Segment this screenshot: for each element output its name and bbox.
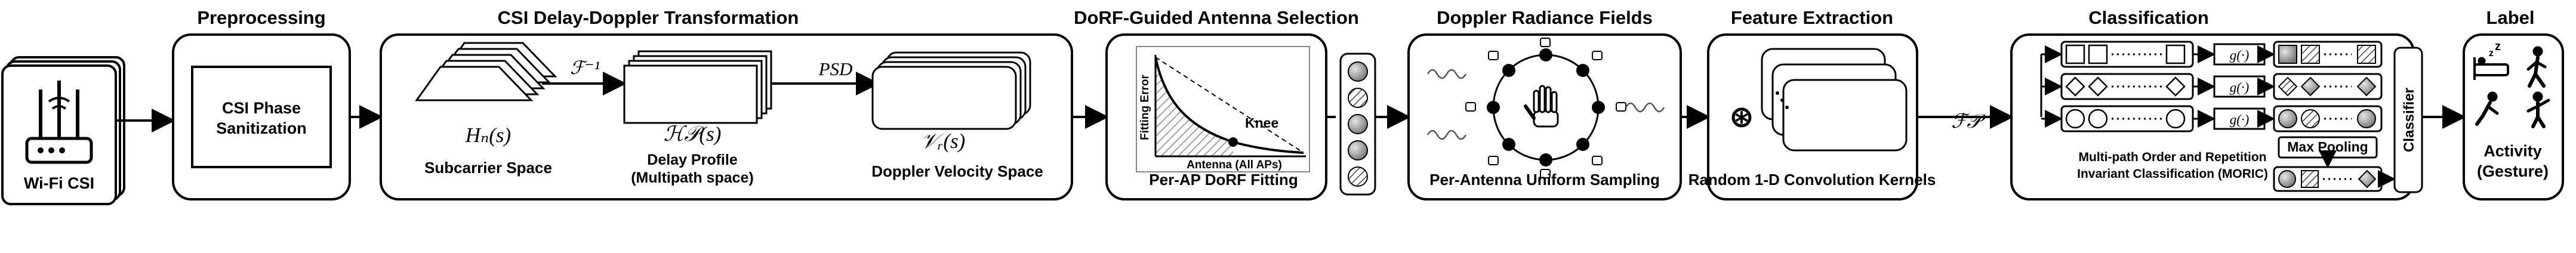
multipath-space-caption: (Multipath space)	[631, 169, 754, 186]
convolution-kernels-caption: Random 1-D Convolution Kernels	[1688, 171, 1936, 189]
kernel-stack	[1761, 48, 1908, 152]
subcarrier-stack	[415, 42, 557, 101]
moric-rows	[2040, 41, 2194, 132]
pooled-row	[2273, 166, 2383, 192]
embedded-rows	[2273, 41, 2383, 132]
wifi-csi-label: Wi-Fi CSI	[24, 174, 94, 192]
dorf-fitting-chart: Knee Fitting Error Antenna (All APs)	[1136, 46, 1310, 172]
classifier-label: Classifier	[2401, 88, 2417, 152]
svg-text:z: z	[2495, 40, 2501, 53]
max-pooling-label: Max Pooling	[2287, 139, 2368, 155]
activity-caption: Activity	[2483, 142, 2542, 160]
phase-sanitization-line1: CSI Phase	[222, 99, 301, 117]
knee-label: Knee	[1245, 115, 1278, 131]
doppler-velocity-stack	[871, 51, 1031, 130]
classification-title: Classification	[2088, 7, 2209, 28]
preprocessing-title: Preprocessing	[197, 7, 325, 28]
doppler-velocity-caption: Doppler Velocity Space	[871, 162, 1043, 180]
delay-profile-stack	[623, 50, 772, 124]
radiance-ring	[1426, 38, 1665, 178]
dorf-fitting-caption: Per-AP DoRF Fitting	[1149, 171, 1298, 189]
classifier-block	[2393, 47, 2423, 193]
label-title: Label	[2486, 7, 2535, 28]
h-n-label: Hₙ(s)	[465, 124, 511, 147]
router-icon	[25, 81, 93, 164]
doppler-title: Doppler Radiance Fields	[1437, 7, 1653, 28]
psd-operator: PSD	[818, 58, 853, 79]
feature-title: Feature Extraction	[1731, 7, 1893, 28]
exercise-icon	[2475, 91, 2499, 126]
g-function-blocks: g(·) g(·) g(·)	[2193, 43, 2275, 130]
feature-vector-label: ℱ𝒫	[1951, 111, 1986, 132]
gesture-caption: (Gesture)	[2477, 162, 2549, 180]
h-p-label: ℋ𝒫(s)	[664, 122, 722, 146]
dorf-title: DoRF-Guided Antenna Selection	[1074, 7, 1359, 28]
phase-sanitization-line2: Sanitization	[216, 119, 307, 137]
hand-icon	[1524, 85, 1559, 128]
uniform-sampling-caption: Per-Antenna Uniform Sampling	[1429, 171, 1660, 189]
phase-sanitization-box	[191, 66, 332, 168]
transform-title: CSI Delay-Doppler Transformation	[498, 7, 799, 28]
fitting-error-axis: Fitting Error	[1139, 75, 1151, 140]
g-function-2: g(·)	[2230, 80, 2250, 95]
g-function-1: g(·)	[2230, 48, 2250, 63]
inverse-fourier-operator: ℱ⁻¹	[570, 57, 600, 78]
antenna-axis: Antenna (All APs)	[1187, 159, 1282, 171]
moric-caption-line2: Invariant Classification (MORIC)	[2077, 167, 2268, 181]
moric-caption-line1: Multi-path Order and Repetition	[2079, 150, 2267, 164]
sleeping-icon: z z	[2473, 40, 2509, 80]
selected-antennas-column	[1339, 53, 1376, 196]
v-r-label: 𝒱ᵣ(s)	[921, 129, 966, 153]
subcarrier-space-caption: Subcarrier Space	[424, 159, 552, 177]
wifi-csi-input: Wi-Fi CSI	[1, 56, 125, 205]
convolution-operator: ⊛	[1730, 101, 1754, 133]
svg-text:z: z	[2489, 48, 2494, 58]
g-function-3: g(·)	[2230, 112, 2250, 127]
activity-icons: z z	[2473, 40, 2550, 128]
walking-icon	[2526, 46, 2547, 88]
delay-profile-caption: Delay Profile	[647, 152, 738, 168]
gesture-icon	[2526, 91, 2550, 128]
